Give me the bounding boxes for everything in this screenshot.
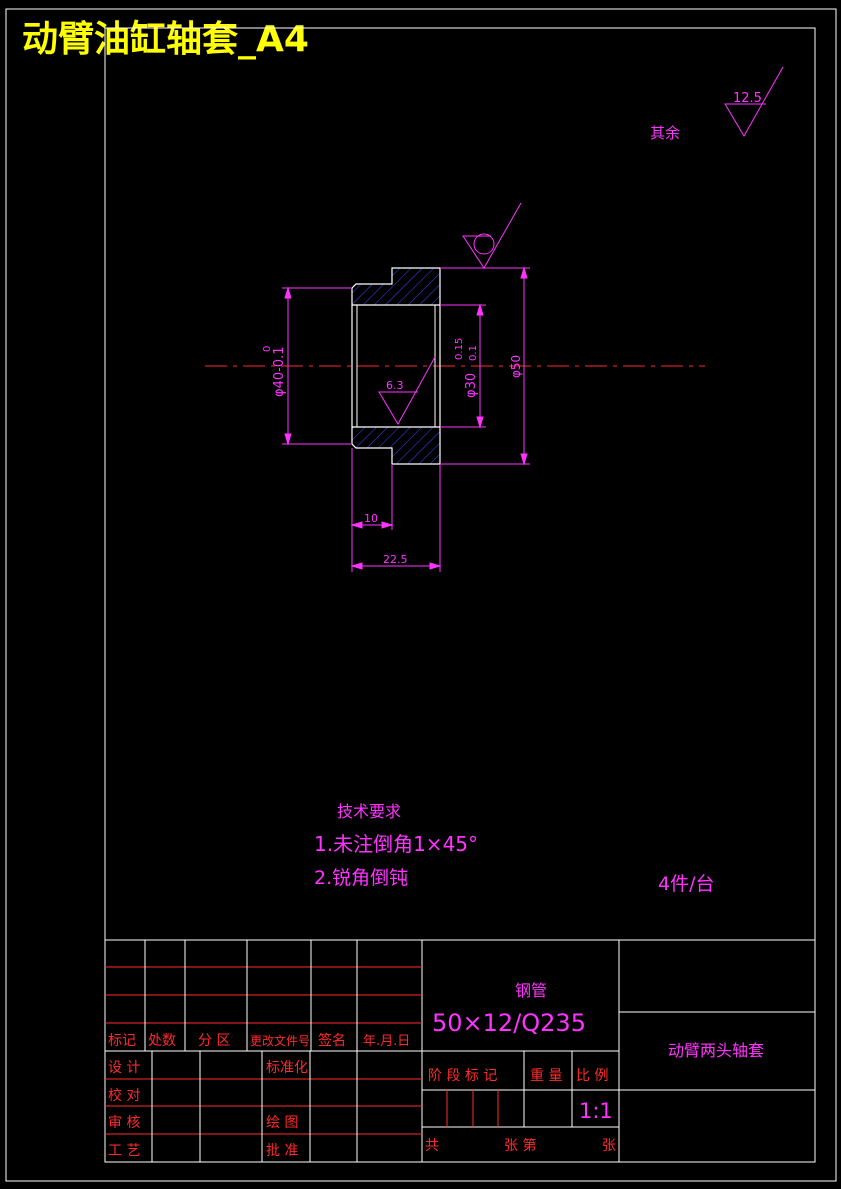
dim-len10-text: 10 <box>364 512 378 525</box>
tb-header-count: 处数 <box>148 1033 176 1049</box>
tb-header-change: 更改文件号 <box>250 1033 310 1048</box>
tb-row-review: 审 核 <box>108 1115 140 1131</box>
tb-sheet-end: 张 <box>602 1138 616 1154</box>
dim-d50-text: φ50 <box>509 355 523 378</box>
quantity-note: 4件/台 <box>658 873 715 895</box>
tb-mid-standard: 标准化 <box>266 1060 308 1076</box>
tb-mid-approve: 批 准 <box>266 1143 298 1159</box>
roughness-bore-symbol <box>378 356 436 426</box>
surface-symbol <box>462 202 522 269</box>
tb-material-name: 钢管 <box>515 981 547 1000</box>
tb-attr-scale: 比 例 <box>576 1068 608 1084</box>
dim-d40 <box>282 286 352 446</box>
title-block <box>105 939 815 1162</box>
tb-attr-weight: 重 量 <box>530 1068 562 1084</box>
tb-mid-draw: 绘 图 <box>266 1115 298 1131</box>
tech-item-1: 1.未注倒角1×45° <box>314 832 478 856</box>
lower-wall <box>351 426 441 465</box>
dim-d30 <box>440 303 486 429</box>
dim-d40-upper: 0 <box>262 346 273 352</box>
dim-len225 <box>350 464 442 572</box>
tb-header-zone: 分 区 <box>198 1033 230 1049</box>
dim-d30-text: φ30 <box>464 373 479 398</box>
roughness-other-label: 其余 <box>650 124 680 142</box>
tb-sheet-total: 共 <box>425 1138 439 1154</box>
dim-len225-text: 22.5 <box>383 553 408 566</box>
tb-header-mark: 标记 <box>108 1033 136 1049</box>
tb-material-spec: 50×12/Q235 <box>432 1009 586 1037</box>
tech-item-2: 2.锐角倒钝 <box>314 867 408 889</box>
roughness-other-symbol <box>724 66 784 137</box>
tb-part-name: 动臂两头轴套 <box>668 1041 764 1060</box>
outer-border <box>5 8 837 1182</box>
roughness-bore-value: 6.3 <box>386 379 404 392</box>
tb-row-process: 工 艺 <box>108 1143 140 1159</box>
tb-scale-value: 1:1 <box>579 1099 613 1123</box>
inner-border <box>104 27 816 1163</box>
tb-row-check: 校 对 <box>108 1087 140 1104</box>
tb-row-design: 设 计 <box>108 1060 140 1076</box>
part-section <box>351 267 441 465</box>
tb-header-date: 年.月.日 <box>363 1034 410 1049</box>
tb-attr-stage: 阶 段 标 记 <box>428 1068 497 1084</box>
dim-d30-lower: 0.1 <box>468 345 479 361</box>
dim-d30-upper: 0.15 <box>454 338 465 360</box>
upper-wall <box>351 267 441 306</box>
tb-header-sign: 签名 <box>318 1032 346 1049</box>
dim-d50 <box>440 266 530 466</box>
dim-len10 <box>350 448 394 572</box>
tb-sheet-no: 张 第 <box>504 1137 536 1154</box>
roughness-other-value: 12.5 <box>733 91 762 106</box>
dim-d40-text: φ40-0.1 <box>272 347 287 397</box>
tech-heading: 技术要求 <box>337 802 401 821</box>
